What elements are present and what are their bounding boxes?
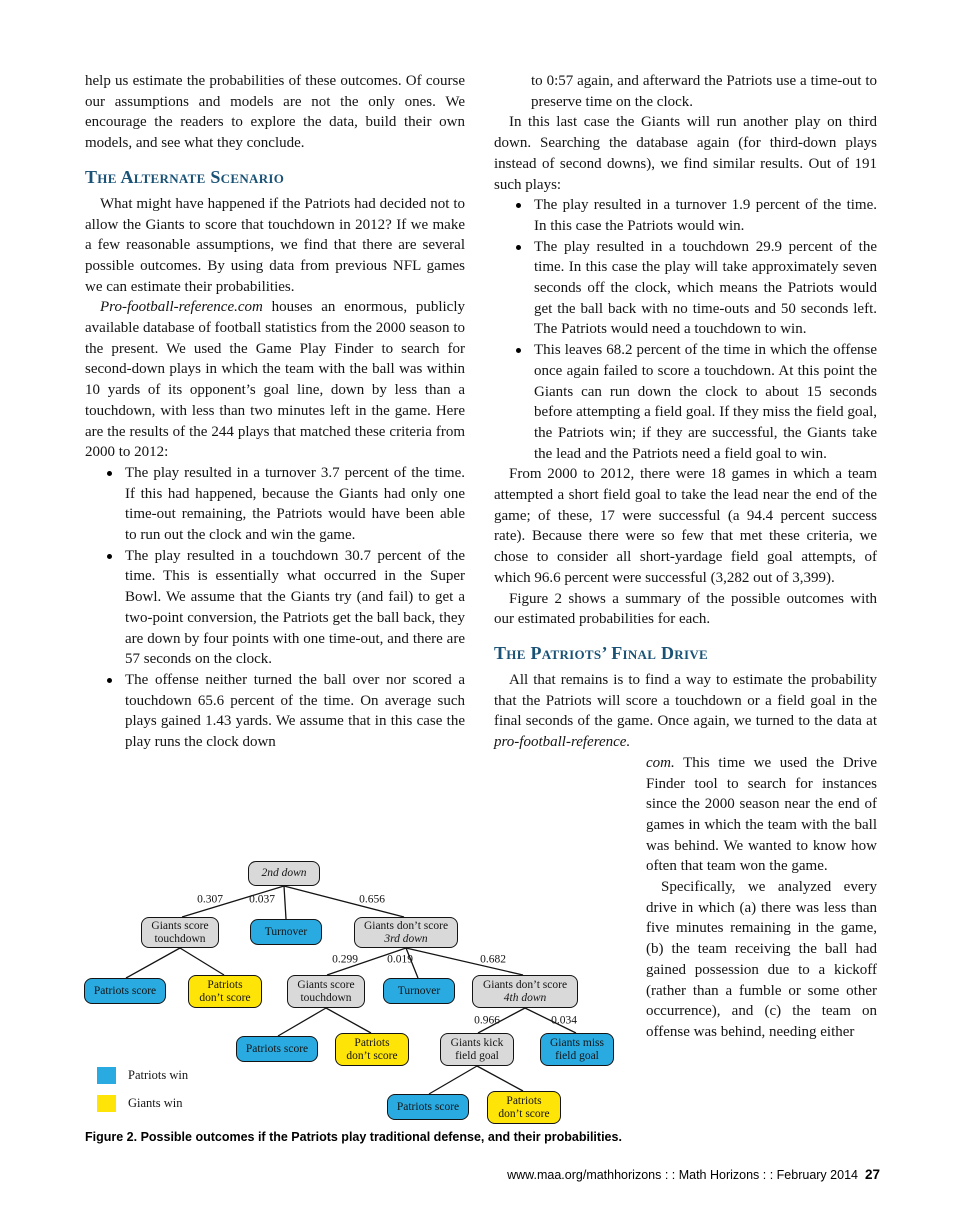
legend-label: Giants win <box>128 1096 183 1110</box>
edge-probability-2nd-no-score: 0.656 <box>359 893 385 906</box>
node-label: touchdown <box>300 991 352 1004</box>
node-label: touchdown <box>154 932 206 945</box>
paragraph: com. This time we used the Drive Finder … <box>646 753 877 877</box>
edge-probability-3rd-touchdown: 0.299 <box>332 953 358 966</box>
edge-probability-fg-good: 0.966 <box>474 1014 500 1027</box>
tree-node-2nd-down: 2nd down <box>248 861 320 886</box>
tree-node-patriots-score-2: Patriots score <box>236 1036 318 1062</box>
node-label: Giants don’t score <box>482 978 568 991</box>
node-label: field goal <box>455 1049 499 1062</box>
paragraph-opening: help us estimate the probabilities of th… <box>85 73 465 152</box>
node-label: 2nd down <box>261 867 307 879</box>
node-label: Patriots <box>354 1036 390 1049</box>
node-label: Patriots score <box>245 1042 309 1055</box>
section-heading-patriots-final-drive: The Patriots’ Final Drive <box>494 642 709 663</box>
tree-edges <box>125 885 577 1095</box>
paragraph: What might have happened if the Patriots… <box>85 195 465 295</box>
legend-row-patriots-win: Patriots win <box>97 1067 188 1084</box>
node-label: Giants score <box>297 978 355 991</box>
paragraph: In this last case the Giants will run an… <box>494 114 877 193</box>
giants-win-color-swatch <box>97 1095 116 1112</box>
italic-source-name: pro-football-reference. <box>494 734 631 751</box>
node-sublabel: 3rd down <box>384 932 428 945</box>
node-label: field goal <box>555 1049 599 1062</box>
paragraph: All that remains is to find a way to est… <box>494 670 877 753</box>
bullet-item: This leaves 68.2 percent of the time in … <box>494 340 877 464</box>
legend-row-giants-win: Giants win <box>97 1095 188 1112</box>
bullet-list-second-down-results: The play resulted in a turnover 3.7 perc… <box>85 463 465 753</box>
bullet-item: The offense neither turned the ball over… <box>85 670 465 753</box>
edge-probability-3rd-no-score: 0.682 <box>480 953 506 966</box>
node-label: Patriots <box>506 1094 542 1107</box>
node-label: Giants don’t score <box>363 919 449 932</box>
node-label: don’t score <box>199 991 251 1004</box>
tree-node-turnover-2: Turnover <box>383 978 455 1004</box>
node-label: Patriots score <box>396 1100 460 1113</box>
edge-probability-3rd-turnover: 0.019 <box>387 953 413 966</box>
italic-source-name: com. <box>646 754 675 771</box>
left-column: help us estimate the probabilities of th… <box>85 71 465 753</box>
node-label: Giants miss <box>550 1036 604 1049</box>
patriots-win-color-swatch <box>97 1067 116 1084</box>
page-number: 27 <box>864 1167 880 1182</box>
paragraph-text: All that remains is to find a way to est… <box>494 671 877 730</box>
bullet-item: The play resulted in a touchdown 29.9 pe… <box>494 237 877 341</box>
figure-caption: Figure 2. Possible outcomes if the Patri… <box>85 1130 622 1144</box>
paragraph: Figure 2 shows a summary of the possible… <box>494 590 877 628</box>
bullet-item: The play resulted in a touchdown 30.7 pe… <box>85 546 465 670</box>
italic-source-name: Pro-football-reference.com <box>100 299 263 316</box>
right-column: to 0:57 again, and afterward the Patriot… <box>494 71 877 1043</box>
paragraph-text: This time we used the Drive Finder tool … <box>646 754 877 875</box>
node-label: Turnover <box>397 984 441 997</box>
figure-legend: Patriots win Giants win <box>97 1067 188 1123</box>
tree-node-patriots-score-3: Patriots score <box>387 1094 469 1120</box>
node-sublabel: 4th down <box>503 991 547 1004</box>
paragraph: Specifically, we analyzed every drive in… <box>646 879 877 1040</box>
node-label: don’t score <box>498 1107 550 1120</box>
paragraph: From 2000 to 2012, there were 18 games i… <box>494 466 877 586</box>
node-label: Turnover <box>264 925 308 938</box>
node-label: Giants score <box>151 919 209 932</box>
tree-node-turnover-1: Turnover <box>250 919 322 945</box>
tree-node-patriots-score-1: Patriots score <box>84 978 166 1004</box>
bullet-item: The play resulted in a turnover 3.7 perc… <box>85 463 465 546</box>
node-label: Patriots score <box>93 984 157 997</box>
page-footer: www.maa.org/mathhorizons : : Math Horizo… <box>85 1167 880 1182</box>
edge-probability-fg-miss: 0.034 <box>551 1014 577 1027</box>
node-label: Patriots <box>207 978 243 991</box>
paragraph-bullet-continuation: to 0:57 again, and afterward the Patriot… <box>531 73 877 110</box>
footer-text: www.maa.org/mathhorizons : : Math Horizo… <box>507 1168 858 1182</box>
bullet-list-third-down-results: The play resulted in a turnover 1.9 perc… <box>494 195 877 464</box>
edge-probability-2nd-turnover: 0.037 <box>249 893 275 906</box>
paragraph-text: houses an enormous, publicly available d… <box>85 299 465 461</box>
paragraph: Pro-football-reference.com houses an eno… <box>85 297 465 463</box>
edge-probability-2nd-touchdown: 0.307 <box>197 893 223 906</box>
section-heading-alternate-scenario: The Alternate Scenario <box>85 166 285 187</box>
legend-label: Patriots win <box>128 1068 189 1082</box>
text-wrapped-beside-figure: com. This time we used the Drive Finder … <box>646 753 877 1043</box>
node-label: Giants kick <box>450 1036 504 1049</box>
bullet-item: The play resulted in a turnover 1.9 perc… <box>494 195 877 236</box>
node-label: don’t score <box>346 1049 398 1062</box>
